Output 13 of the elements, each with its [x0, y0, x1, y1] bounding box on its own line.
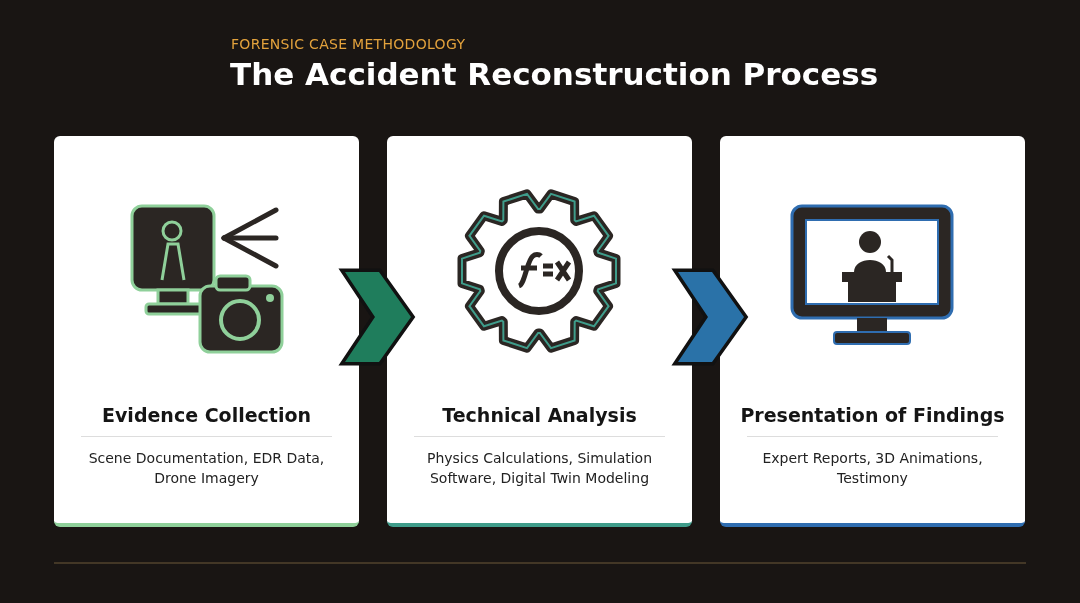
subtitle: FORENSIC CASE METHODOLOGY: [231, 36, 466, 52]
step-description: Scene Documentation, EDR Data, Drone Imagery: [87, 449, 326, 488]
step-heading: Presentation of Findings: [739, 404, 1006, 426]
step-heading: Evidence Collection: [101, 404, 312, 426]
title: The Accident Reconstruction Process: [230, 56, 879, 92]
chevron-arrow: [338, 268, 416, 366]
step-card: [54, 136, 359, 527]
step-description: Physics Calculations, Simulation Software, Digital Twin Modeling: [425, 449, 654, 488]
step-description: Expert Reports, 3D Animations, Testimony: [761, 449, 984, 488]
step-card: [387, 136, 692, 527]
chevron-arrow: [671, 268, 749, 366]
step-card: [720, 136, 1025, 527]
step-heading: Technical Analysis: [441, 404, 638, 426]
